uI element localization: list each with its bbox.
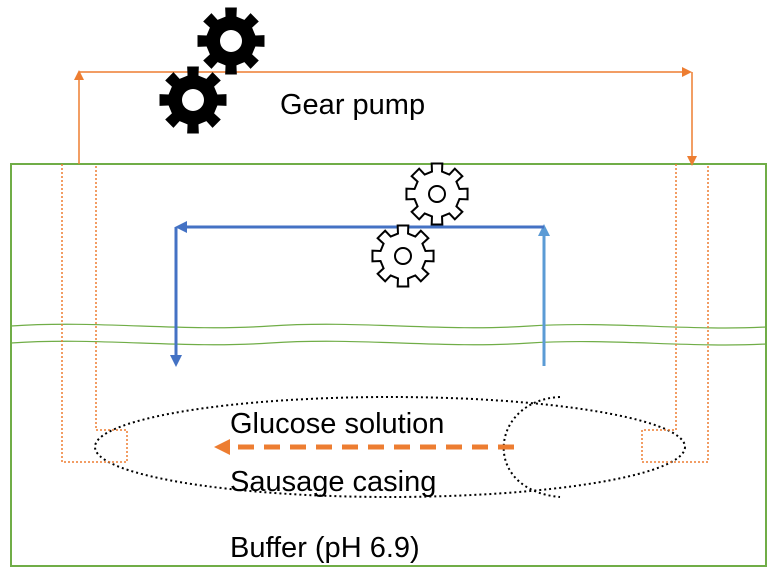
liquid-surface-lower [10,340,767,346]
glucose-solution-label: Glucose solution [230,408,444,440]
buffer-label: Buffer (pH 6.9) [230,532,420,564]
gear-pump-label: Gear pump [280,89,425,121]
gear-icon [197,7,265,75]
gear-outline-icon [371,224,435,288]
buffer-tank [10,163,767,567]
sausage-casing-outline [94,396,686,498]
liquid-surface-upper [10,323,767,329]
gear-outline-icon [405,162,469,226]
gear-icon [159,66,227,134]
right-tube [641,164,709,463]
left-tube [61,164,128,463]
sausage-casing-label: Sausage casing [230,466,436,498]
